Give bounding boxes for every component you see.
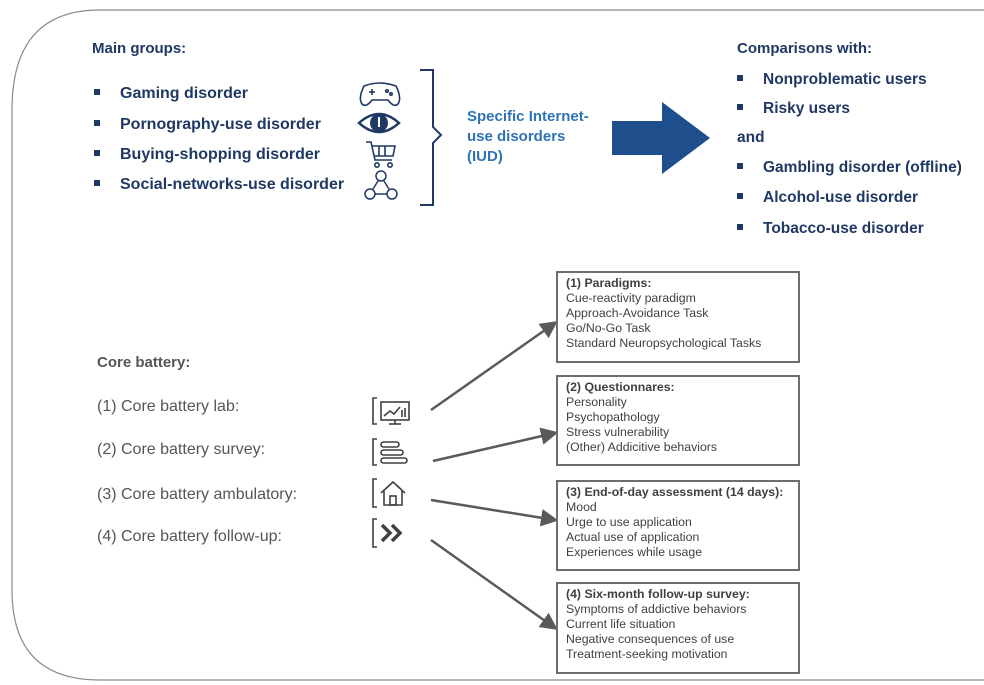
group-label: Gaming disorder <box>120 85 249 102</box>
list-item: Alcohol-use disorder <box>737 189 918 207</box>
survey-list-icon <box>372 438 408 466</box>
box-line: Symptoms of addictive behaviors <box>566 602 747 616</box>
comparison-arrow <box>612 102 710 174</box>
comparison-label: Tobacco-use disorder <box>763 220 924 237</box>
box-title: (1) Paradigms: <box>566 276 652 290</box>
monitor-chart-icon <box>372 397 410 425</box>
list-item: Social-networks-use disorder <box>94 176 344 194</box>
comparison-label: Risky users <box>763 100 851 117</box>
box-title: (4) Six-month follow-up survey: <box>566 587 750 601</box>
bullet-icon <box>94 179 100 186</box>
list-item: Risky users <box>737 100 850 118</box>
box-line: Psychopathology <box>566 410 660 424</box>
outer-frame <box>11 9 984 681</box>
group-bracket <box>420 69 443 206</box>
questionnaires-box: (2) Questionnares: Personality Psychopat… <box>556 375 800 466</box>
and-label: and <box>737 129 765 146</box>
connector-ambulatory <box>430 498 559 527</box>
core-battery-item-followup: (4) Core battery follow-up: <box>97 528 282 545</box>
box-line: Personality <box>566 395 627 409</box>
box-line: Approach-Avoidance Task <box>566 306 709 320</box>
box-line: Negative consequences of use <box>566 632 735 646</box>
box-line: Treatment-seeking motivation <box>566 647 728 661</box>
core-battery-item-lab: (1) Core battery lab: <box>97 398 240 415</box>
list-item: Tobacco-use disorder <box>737 220 924 238</box>
core-battery-item-survey: (2) Core battery survey: <box>97 441 266 458</box>
box-line: Mood <box>566 500 597 514</box>
box-line: Standard Neuropsychological Tasks <box>566 336 762 350</box>
bullet-icon <box>737 162 743 169</box>
bullet-icon <box>737 223 743 230</box>
connector-followup <box>430 538 558 631</box>
home-icon <box>372 478 406 508</box>
box-line: Current life situation <box>566 617 676 631</box>
bullet-icon <box>737 192 743 199</box>
box-line: Urge to use application <box>566 515 692 529</box>
bullet-icon <box>94 88 100 95</box>
comparison-label: Alcohol-use disorder <box>763 189 919 206</box>
box-title: (2) Questionnares: <box>566 380 675 394</box>
bullet-icon <box>737 103 743 110</box>
connector-survey <box>432 427 559 463</box>
paradigms-box: (1) Paradigms: Cue-reactivity paradigm A… <box>556 271 800 363</box>
bullet-icon <box>737 74 743 81</box>
bullet-icon <box>94 119 100 126</box>
main-groups-title: Main groups: <box>92 40 187 57</box>
box-line: Actual use of application <box>566 530 700 544</box>
box-line: Go/No-Go Task <box>566 321 651 335</box>
box-line: Experiences while usage <box>566 545 703 559</box>
core-battery-item-ambulatory: (3) Core battery ambulatory: <box>97 486 298 503</box>
group-label: Pornography-use disorder <box>120 116 321 133</box>
follow-up-box: (4) Six-month follow-up survey: Symptoms… <box>556 582 800 674</box>
comparison-label: Gambling disorder (offline) <box>763 159 962 176</box>
box-line: Stress vulnerability <box>566 425 670 439</box>
list-item: Nonproblematic users <box>737 71 927 89</box>
group-label: Social-networks-use disorder <box>120 176 345 193</box>
gamepad-icon <box>359 82 401 107</box>
box-line: Cue-reactivity paradigm <box>566 291 696 305</box>
core-battery-title: Core battery: <box>97 354 191 371</box>
connector-lab <box>430 320 558 412</box>
list-item: Gaming disorder <box>94 85 248 103</box>
box-line: (Other) Addicitive behaviors <box>566 440 718 454</box>
bullet-icon <box>94 149 100 156</box>
end-of-day-box: (3) End-of-day assessment (14 days): Moo… <box>556 480 800 571</box>
group-label: Buying-shopping disorder <box>120 146 320 163</box>
double-chevron-icon <box>372 518 403 548</box>
list-item: Gambling disorder (offline) <box>737 159 962 177</box>
list-item: Pornography-use disorder <box>94 116 321 134</box>
box-title: (3) End-of-day assessment (14 days): <box>566 485 784 499</box>
social-network-icon <box>364 170 398 200</box>
comparisons-title: Comparisons with: <box>737 40 873 57</box>
shopping-cart-icon <box>366 141 396 168</box>
list-item: Buying-shopping disorder <box>94 146 320 164</box>
iud-label: Specific Internet-use disorders (IUD) <box>467 108 589 165</box>
comparison-label: Nonproblematic users <box>763 71 927 88</box>
eye-icon <box>357 112 401 134</box>
